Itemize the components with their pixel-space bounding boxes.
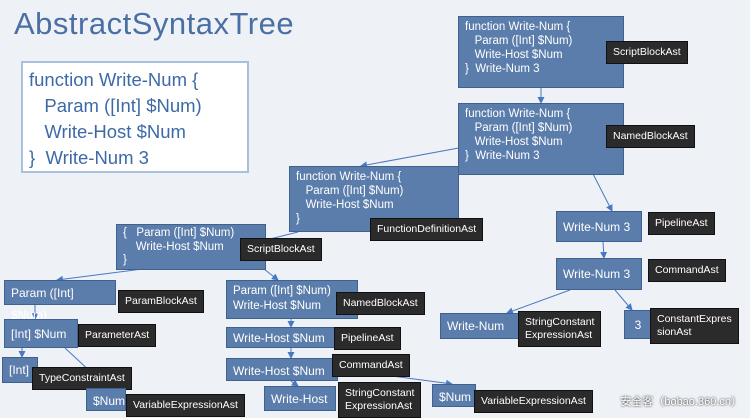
node-line: function Write-Num { (296, 171, 402, 183)
inner-script-block-label: ScriptBlockAst (240, 238, 322, 261)
edge (614, 289, 633, 311)
node-line: Write-Host $Num (465, 136, 563, 148)
node-line: function Write-Num { (465, 21, 571, 33)
param-block-label: ParamBlockAst (118, 290, 204, 313)
inner-command-node: Write-Host $Num (226, 358, 338, 381)
diagram-title: AbstractSyntaxTree (14, 6, 295, 41)
command-label: CommandAst (648, 259, 726, 282)
command-node: Write-Num 3 (556, 258, 642, 290)
edge (600, 241, 608, 259)
edge (589, 167, 613, 212)
named-block-node: function Write-Num { Param ([Int] $Num) … (458, 103, 624, 175)
named-block-label: NamedBlockAst (606, 125, 695, 148)
param-block-node: Param ([Int] $Num) (4, 280, 116, 322)
script-block-label: ScriptBlockAst (606, 41, 688, 64)
node-line: Write-Host $Num (233, 300, 321, 312)
edge (506, 289, 571, 315)
node-line: } (123, 254, 127, 266)
string-constant-label: StringConstant ExpressionAst (338, 382, 422, 418)
function-definition-label: FunctionDefinitionAst (370, 218, 484, 241)
code-line: Param ([Int] $Num) (29, 95, 202, 116)
node-line: } Write-Num 3 (465, 63, 540, 75)
node-line: Param ([Int] $Num) (233, 285, 331, 297)
edge (290, 379, 299, 387)
source-code-box: function Write-Num { Param ([Int] $Num) … (21, 61, 249, 173)
node-line: } Write-Num 3 (465, 150, 540, 162)
script-block-node: function Write-Num { Param ([Int] $Num) … (458, 16, 624, 88)
node-line: Param ([Int] $Num) (296, 185, 404, 197)
variable-expression-label: VariableExpressionAst (126, 394, 245, 417)
node-line: Write-Host $Num (123, 240, 224, 253)
code-line: Write-Host $Num (29, 121, 186, 142)
node-line: Write-Host $Num (465, 49, 563, 61)
node-line: Param ([Int] $Num) (465, 35, 573, 47)
variable-expression-node: $Num (86, 388, 126, 411)
pipeline-node: Write-Num 3 (556, 211, 642, 242)
edge (360, 144, 476, 169)
type-constraint-label: TypeConstraintAst (32, 367, 132, 390)
node-line: function Write-Num { (465, 108, 571, 120)
node-line: Write-Host $Num (296, 199, 394, 211)
edge (391, 375, 453, 387)
edge (56, 267, 151, 283)
variable-expression-node-2: $Num (432, 384, 476, 407)
node-line: Param ([Int] $Num) (465, 122, 573, 134)
inner-command-label: CommandAst (332, 354, 410, 377)
constant-node: 3 (624, 310, 652, 339)
variable-expression-label-2: VariableExpressionAst (474, 390, 593, 413)
string-constant-node: Write-Host (264, 386, 336, 411)
inner-pipeline-label: PipelineAst (334, 327, 401, 350)
node-line: { Param ([Int] $Num) (123, 227, 235, 239)
inner-named-block-label: NamedBlockAst (336, 292, 425, 315)
constant-label: ConstantExpres sionAst (650, 308, 739, 344)
pipeline-label: PipelineAst (648, 212, 715, 235)
node-line: } (296, 213, 300, 225)
string-constant-node-2: Write-Num (440, 313, 520, 339)
watermark: 安全客（bobao.360.cn） (620, 396, 742, 408)
parameter-node: [Int] $Num (4, 319, 78, 348)
inner-pipeline-node: Write-Host $Num (226, 327, 338, 348)
code-line: function Write-Num { (29, 69, 199, 90)
string-constant-label-2: StringConstant ExpressionAst (518, 311, 602, 347)
code-line: } Write-Num 3 (29, 147, 149, 168)
parameter-label: ParameterAst (78, 324, 157, 347)
